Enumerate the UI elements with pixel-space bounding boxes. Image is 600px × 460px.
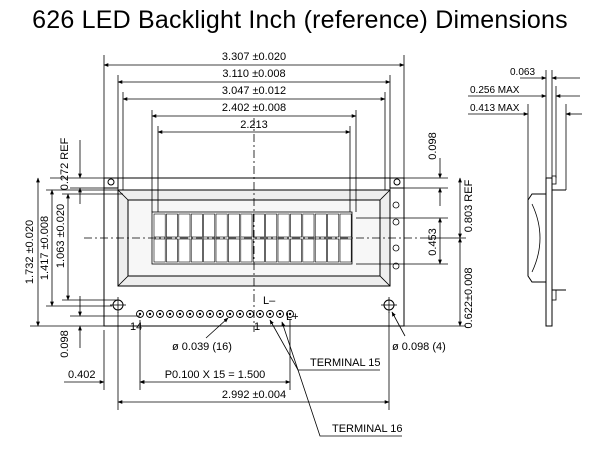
mounting-hole-bl	[110, 297, 126, 313]
character-cell	[215, 238, 228, 263]
character-cell	[277, 213, 290, 238]
dim-0063: 0.063	[510, 67, 535, 78]
l-minus-label: L–	[263, 295, 276, 307]
callouts: 14 1 L– L+ ø 0.039 (16) ø 0.098 (4) TERM…	[130, 295, 446, 437]
pin-center	[288, 312, 292, 316]
right-dimensions: 0.098 0.803 REF 0.453 0.622±0.008	[356, 132, 475, 329]
dim-0402: 0.402	[68, 369, 96, 381]
mount-hole-label: ø 0.098 (4)	[392, 341, 446, 353]
dim-1417: 1.417 ±0.008	[39, 216, 51, 280]
character-cell	[265, 238, 278, 263]
character-cell	[327, 238, 340, 263]
character-cell	[166, 238, 178, 263]
pin-center	[138, 312, 142, 316]
character-cell	[339, 213, 352, 238]
character-cell	[240, 213, 253, 238]
bottom-dimensions: 0.402 P0.100 X 15 = 1.500 2.992 ±0.004	[64, 312, 390, 410]
pin-center	[238, 312, 242, 316]
dim-0098-left: 0.098	[59, 330, 71, 358]
character-cell	[327, 213, 340, 238]
character-cell	[314, 213, 327, 238]
character-cell	[178, 213, 191, 238]
dim-0256max: 0.256 MAX	[470, 85, 520, 96]
mounting-hole-br	[381, 297, 397, 313]
dim-0098-right: 0.098	[427, 132, 439, 160]
pin-center	[198, 312, 202, 316]
dim-2213: 2.213	[240, 119, 268, 131]
page-title: 626 LED Backlight Inch (reference) Dimen…	[32, 6, 568, 34]
character-cell	[153, 213, 166, 238]
character-cell	[265, 213, 278, 238]
character-cell	[190, 213, 203, 238]
mounting-hole-tl	[107, 178, 115, 186]
character-cell	[240, 238, 253, 263]
character-cell	[190, 238, 203, 263]
character-cell	[302, 238, 315, 263]
character-cell	[215, 213, 228, 238]
character-cells	[153, 213, 352, 263]
character-cell	[252, 238, 265, 263]
pin-center	[218, 312, 222, 316]
character-cell	[228, 213, 240, 238]
character-cell	[228, 238, 240, 263]
pin-center	[268, 312, 272, 316]
pin-center	[168, 312, 172, 316]
terminal-16-label: TERMINAL 16	[332, 423, 403, 435]
dim-pitch: P0.100 X 15 = 1.500	[165, 369, 266, 381]
character-cell	[314, 238, 327, 263]
character-cell	[252, 213, 265, 238]
pin-center	[248, 312, 252, 316]
dim-0272ref: 0.272 REF	[59, 137, 71, 190]
character-cell	[302, 213, 315, 238]
character-cell	[290, 213, 302, 238]
pin-header	[136, 310, 294, 318]
character-cell	[277, 238, 290, 263]
dim-0622: 0.622±0.008	[463, 267, 475, 328]
side-view: 0.063 0.256 MAX 0.413 MAX	[468, 67, 582, 327]
dim-0413max: 0.413 MAX	[470, 103, 520, 114]
dim-1063: 1.063 ±0.020	[55, 204, 67, 268]
character-cell	[178, 238, 191, 263]
dim-3307: 3.307 ±0.020	[222, 51, 286, 63]
pin-center	[258, 312, 262, 316]
led-contacts	[392, 201, 400, 270]
pin-hole-label: ø 0.039 (16)	[172, 341, 232, 353]
dim-0803ref: 0.803 REF	[463, 179, 475, 232]
pin-center	[188, 312, 192, 316]
dim-2992: 2.992 ±0.004	[222, 389, 286, 401]
dim-0453: 0.453	[427, 228, 439, 256]
character-cell	[153, 238, 166, 263]
character-cell	[203, 213, 216, 238]
pin-center	[178, 312, 182, 316]
character-cell	[290, 238, 302, 263]
character-cell	[203, 238, 216, 263]
dim-1732: 1.732 ±0.020	[24, 220, 36, 284]
top-dimensions: 3.307 ±0.020 3.110 ±0.008 3.047 ±0.012 2…	[103, 51, 405, 212]
dim-3110: 3.110 ±0.008	[222, 68, 285, 80]
pin-1-label: 1	[254, 321, 260, 333]
l-plus-label: L+	[286, 311, 299, 323]
pin-14-label: 14	[130, 321, 142, 333]
left-dimensions: 0.272 REF 1.732 ±0.020 1.417 ±0.008 1.06…	[24, 137, 140, 358]
dim-3047: 3.047 ±0.012	[222, 85, 286, 97]
dim-2402: 2.402 ±0.008	[222, 102, 286, 114]
character-cell	[166, 213, 178, 238]
pin-center	[228, 312, 232, 316]
character-cell	[339, 238, 352, 263]
mounting-hole-tr	[393, 178, 401, 186]
terminal-15-label: TERMINAL 15	[310, 357, 381, 369]
pin-center	[208, 312, 212, 316]
pin-center	[158, 312, 162, 316]
pin-center	[148, 312, 152, 316]
pin-center	[278, 312, 282, 316]
